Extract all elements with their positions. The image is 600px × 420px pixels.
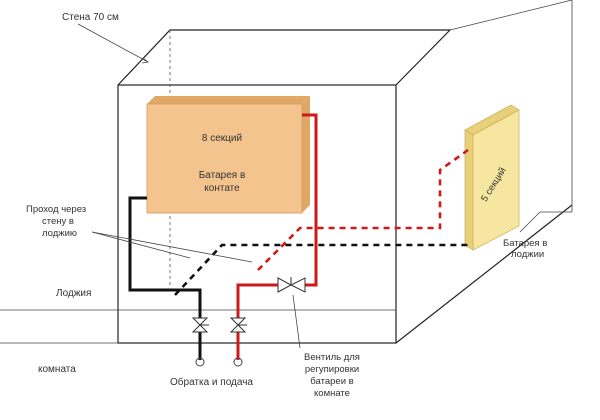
room-box [117, 0, 573, 344]
labels: Стена 70 см Проход через стену в лоджию … [26, 12, 547, 399]
supply-pipe-end [233, 357, 243, 367]
wall-label-leader [77, 23, 149, 63]
supply-pipe-loggia-dashed [257, 148, 469, 271]
return-pipe-room [128, 196, 202, 318]
pass-leader-1 [91, 231, 191, 259]
valve-label-line4: комнате [314, 388, 350, 399]
valves [191, 277, 306, 333]
valve-leader [292, 294, 301, 349]
loggia-battery-label-line1: Батарея в [503, 238, 547, 249]
radiator-room-side [302, 96, 310, 213]
room-front-face [117, 84, 397, 344]
supply-pipe-room-riser [302, 113, 318, 287]
room-label: комната [38, 364, 76, 375]
return-pipe-end [195, 357, 205, 367]
room-top-face [117, 29, 452, 86]
radiator-room-label-line2: контате [204, 183, 240, 194]
room-far-top-edge [449, 0, 573, 31]
leader-lines [77, 23, 541, 349]
supply-pipe-to-valve [236, 283, 278, 318]
valve-label-line3: батареи в [310, 376, 353, 387]
pass-label-line2: стену в [42, 216, 74, 227]
radiator-room-face [146, 103, 303, 214]
radiator-loggia: 5 секций [464, 104, 520, 251]
pipes [128, 113, 469, 367]
radiator-loggia-side [464, 129, 474, 251]
valve-return-icon [191, 317, 209, 333]
radiator-room: 8 секций Батарея в контате [146, 96, 310, 214]
return-supply-label: Обратка и подача [170, 376, 253, 388]
valve-label-line2: регупировки [305, 364, 359, 375]
pass-leader-2 [91, 231, 253, 263]
radiator-room-top [147, 96, 310, 104]
wall-thickness-label: Стена 70 см [62, 12, 119, 23]
loggia-label: Лоджия [56, 288, 91, 299]
floor-lines [0, 309, 396, 344]
radiator-loggia-face [472, 109, 520, 251]
valve-room-radiator-icon [277, 277, 306, 293]
loggia-battery-leader [519, 211, 541, 233]
loggia-battery-label-line2: лоджии [511, 249, 544, 260]
valve-supply-icon [229, 317, 247, 333]
valve-label-line1: Вентиль для [304, 352, 360, 363]
radiator-room-sections-label: 8 секций [202, 133, 242, 144]
pass-label-line3: лоджию [42, 228, 77, 239]
pass-label-line1: Проход через [26, 204, 86, 215]
return-pipe-loggia-dashed [174, 243, 468, 296]
room-right-bottom-edge [395, 204, 573, 344]
radiator-room-label-line1: Батарея в [199, 170, 246, 181]
